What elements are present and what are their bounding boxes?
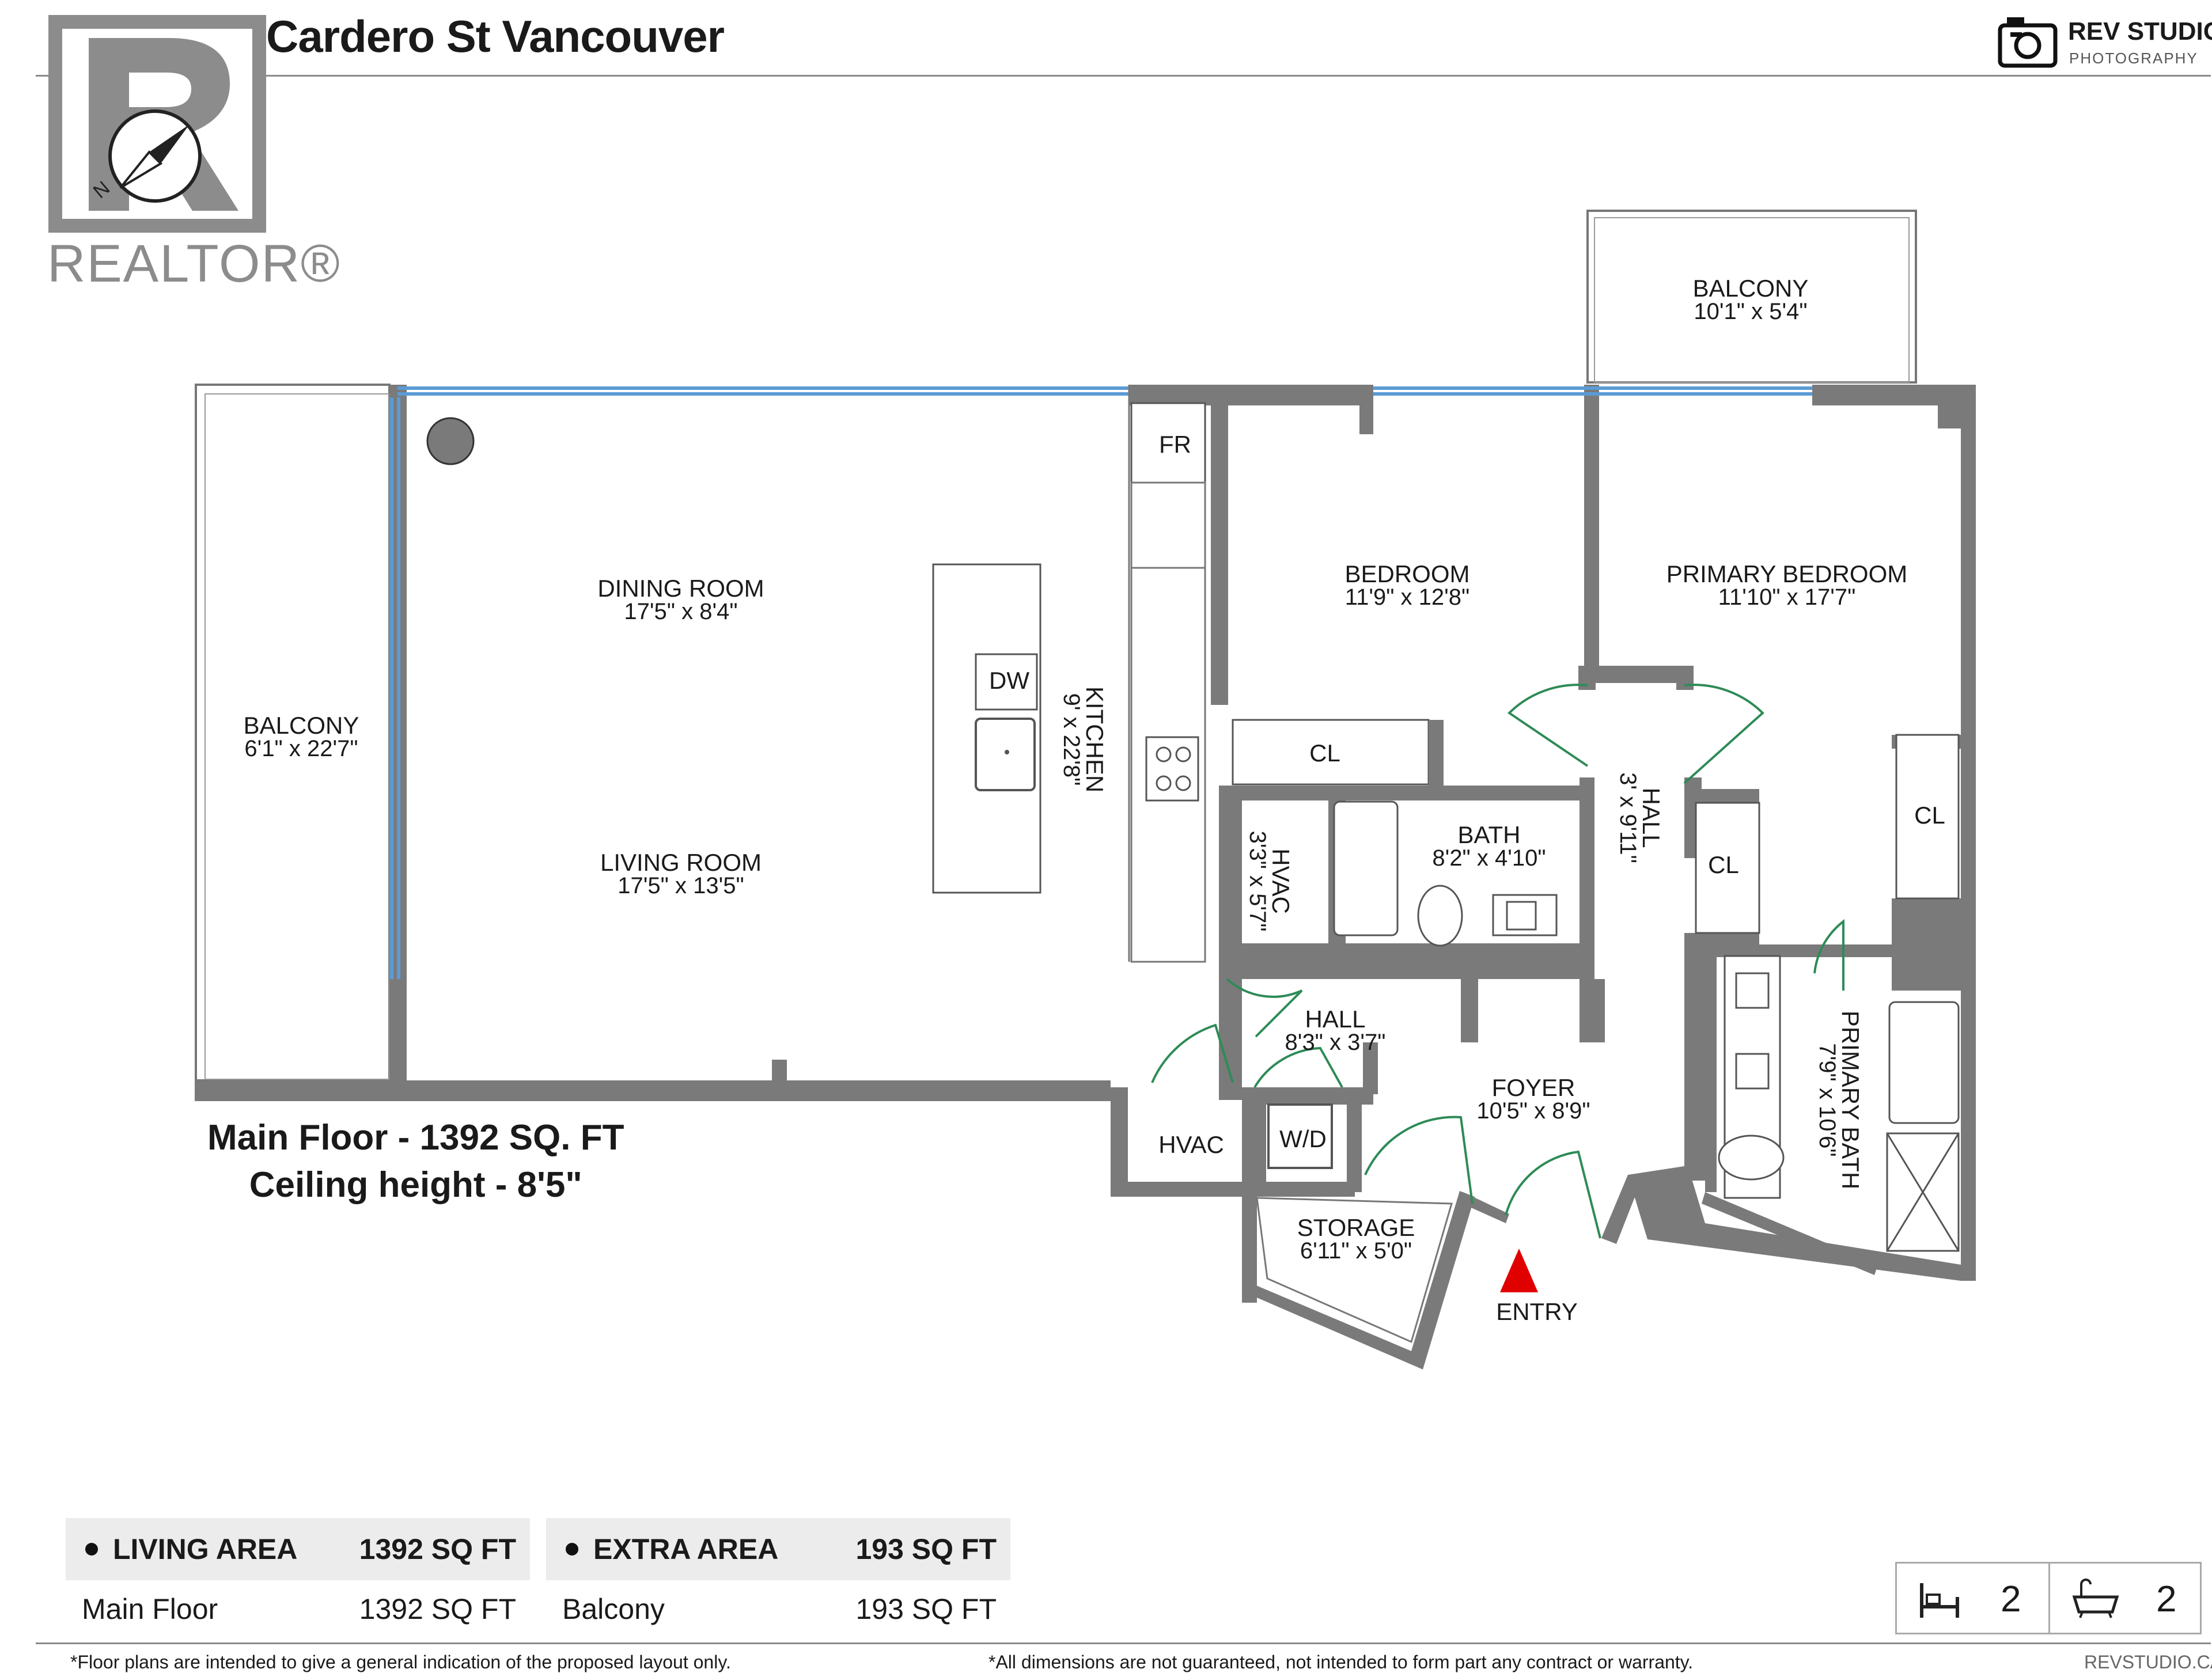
doors [1151, 684, 1844, 1239]
walls [195, 385, 1976, 1303]
extra-area-row: Balcony 193 SQ FT [562, 1593, 997, 1625]
brand-name: REV STUDIO [2068, 17, 2212, 45]
bullet-icon [566, 1543, 578, 1556]
footer-disclaimer-layout: *Floor plans are intended to give a gene… [70, 1652, 731, 1672]
fridge-label: FR [1159, 431, 1191, 458]
ceiling-height-text: Ceiling height - 8'5" [249, 1165, 582, 1205]
bedroom-count: 2 [2001, 1578, 2021, 1619]
hvac-closet-label: HVAC [1158, 1131, 1224, 1158]
washer-dryer-label: W/D [1279, 1125, 1327, 1152]
windows [390, 386, 1812, 979]
structural-column [426, 417, 475, 465]
realtor-wordmark: REALTOR® [47, 234, 341, 293]
footer-disclaimer-dimensions: *All dimensions are not guaranteed, not … [988, 1652, 1694, 1672]
footer-divider [36, 1642, 2211, 1644]
island-sink [975, 718, 1036, 791]
entry-label: ENTRY [1496, 1298, 1578, 1325]
washer-dryer [1267, 1103, 1333, 1169]
entry-arrow-icon [1500, 1249, 1538, 1292]
balcony-left-outline [195, 384, 391, 1082]
bed-icon [1920, 1583, 1959, 1618]
hall-closet-label: CL [1708, 851, 1739, 878]
cooktop [1145, 736, 1199, 802]
bullet-icon [85, 1543, 98, 1556]
primary-closet [1895, 734, 1960, 900]
footer-website: REVSTUDIO.CA [2084, 1652, 2212, 1672]
bedroom-closet [1232, 719, 1430, 786]
extra-area-header: EXTRA AREA 193 SQ FT [546, 1518, 1010, 1580]
bed-bath-stats: 2 2 [1895, 1562, 2202, 1634]
realtor-logo: N [48, 15, 266, 233]
floor-area-text: Main Floor - 1392 SQ. FT [207, 1118, 624, 1158]
floor-summary: Main Floor - 1392 SQ. FT Ceiling height … [207, 1114, 624, 1209]
bathtub [1333, 801, 1399, 936]
living-area-row: Main Floor 1392 SQ FT [82, 1593, 516, 1625]
camera-icon [1998, 17, 2058, 68]
bathroom-count: 2 [2156, 1578, 2177, 1619]
primary-closet-label: CL [1914, 802, 1945, 829]
header-divider [36, 75, 2211, 77]
primary-toilet [1718, 1135, 1785, 1181]
hall-closet [1695, 802, 1760, 934]
extra-area-table: EXTRA AREA 193 SQ FT Balcony 193 SQ FT [546, 1518, 1010, 1638]
living-area-table: LIVING AREA 1392 SQ FT Main Floor 1392 S… [66, 1518, 530, 1638]
primary-tub [1888, 1001, 1960, 1124]
toilet [1417, 885, 1463, 947]
floor-plan [195, 210, 1976, 1369]
living-area-header: LIVING AREA 1392 SQ FT [66, 1518, 530, 1580]
brand-subtitle: PHOTOGRAPHY [2069, 50, 2198, 67]
bathtub-icon [2072, 1579, 2119, 1618]
dishwasher-label: DW [989, 667, 1029, 694]
dishwasher [975, 653, 1038, 711]
bedroom-closet-label: CL [1309, 739, 1340, 767]
